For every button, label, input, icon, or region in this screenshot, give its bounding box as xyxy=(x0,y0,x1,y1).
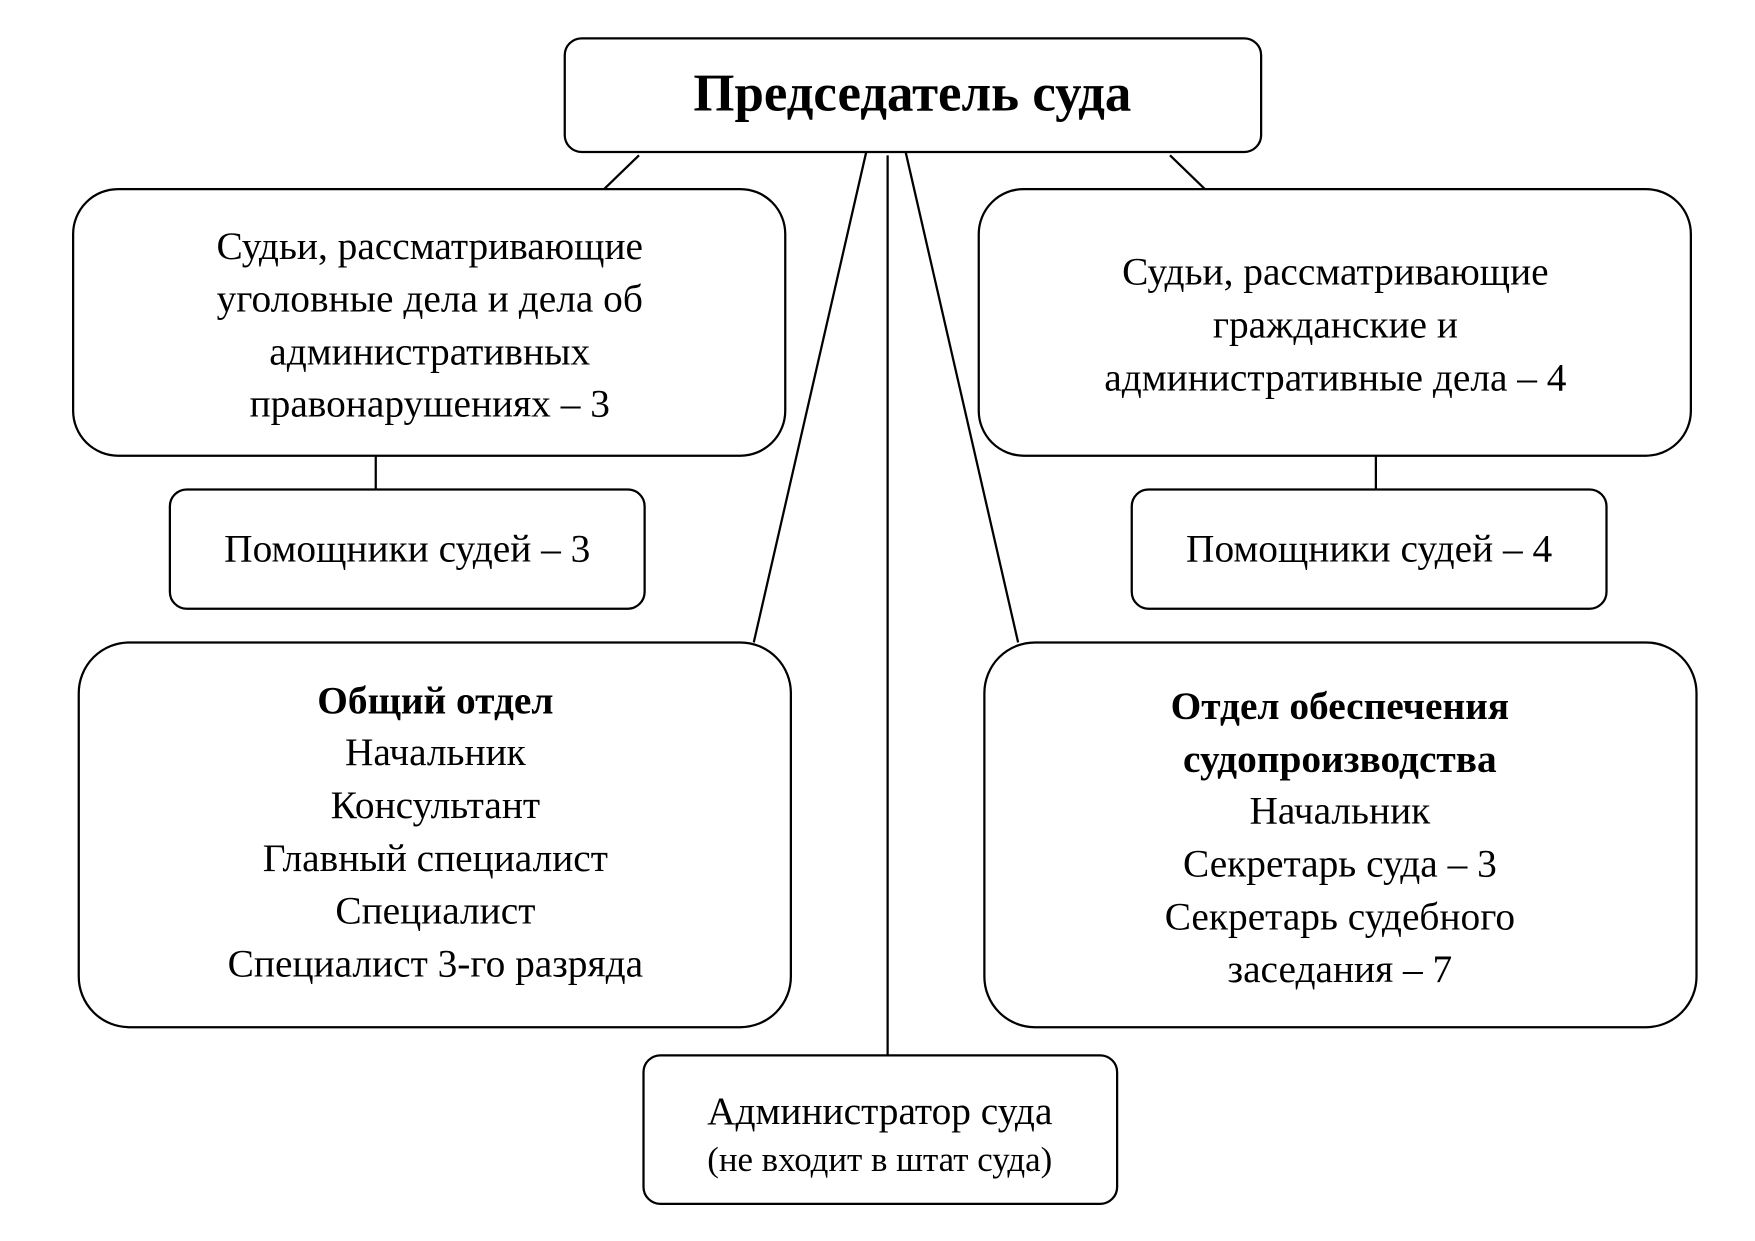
connector xyxy=(1169,154,1206,190)
node-line: заседания – 7 xyxy=(1228,947,1453,991)
node-line: Начальник xyxy=(345,730,527,774)
node-line: Секретарь судебного xyxy=(1165,894,1515,938)
administrator-node: Администратор суда (не входит в штат суд… xyxy=(642,1054,1119,1205)
connector xyxy=(752,151,868,643)
node-line: Судьи, рассматривающие xyxy=(1122,250,1549,294)
node-line: Судьи, рассматривающие xyxy=(216,224,643,268)
chairman-node: Председатель суда xyxy=(563,37,1263,154)
general-dept-node: Общий отдел Начальник Консультант Главны… xyxy=(77,641,792,1029)
judges-criminal-node: Судьи, рассматривающие уголовные дела и … xyxy=(72,187,787,457)
node-line: Помощники судей – 4 xyxy=(1186,526,1552,570)
judges-civil-node: Судьи, рассматривающие гражданские и адм… xyxy=(977,187,1692,457)
node-line: Помощники судей – 3 xyxy=(224,526,590,570)
node-line: уголовные дела и дела об xyxy=(217,277,643,321)
node-line: Начальник xyxy=(1249,789,1431,833)
node-title: судопроизводства xyxy=(1183,737,1497,781)
assistants-right-node: Помощники судей – 4 xyxy=(1130,488,1608,610)
node-title: Общий отдел xyxy=(317,678,553,722)
node-note: (не входит в штат суда) xyxy=(707,1140,1052,1179)
node-line: Специалист 3-го разряда xyxy=(228,942,643,986)
node-title: Администратор суда xyxy=(707,1089,1052,1133)
node-line: административные дела – 4 xyxy=(1104,355,1567,399)
chairman-label: Председатель суда xyxy=(693,64,1131,122)
node-line: Секретарь суда – 3 xyxy=(1183,841,1497,885)
node-line: Главный специалист xyxy=(263,836,608,880)
node-line: гражданские и xyxy=(1213,303,1458,347)
connectors xyxy=(374,151,1377,1056)
node-title: Отдел обеспечения xyxy=(1171,684,1509,728)
connector xyxy=(603,154,640,190)
node-line: Специалист xyxy=(335,889,535,933)
node-line: административных xyxy=(269,330,590,374)
proceedings-dept-node: Отдел обеспечения судопроизводства Начал… xyxy=(983,641,1698,1029)
node-line: Консультант xyxy=(331,783,540,827)
node-line: правонарушениях – 3 xyxy=(250,381,610,425)
assistants-left-node: Помощники судей – 3 xyxy=(168,488,646,610)
connector xyxy=(904,151,1020,643)
